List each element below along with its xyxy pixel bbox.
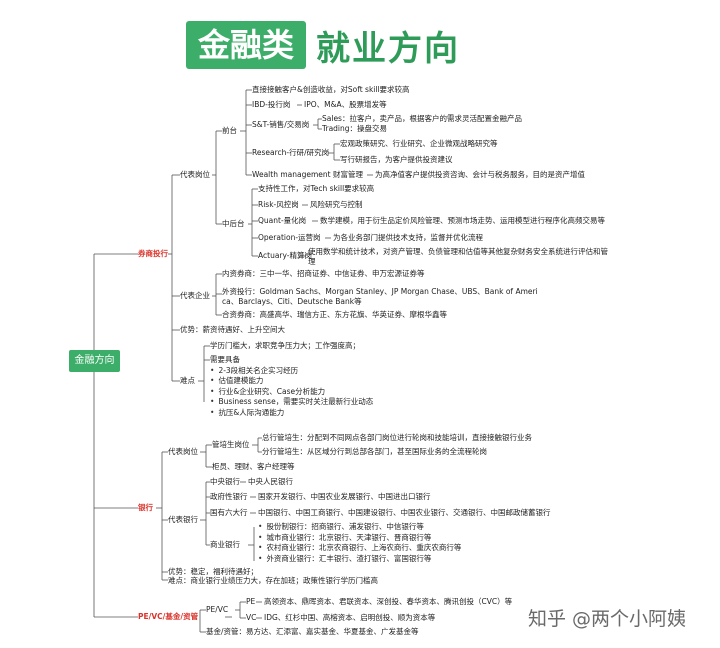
pe-pevc-label: PE/VC: [206, 605, 229, 614]
ib-risk-label: Risk-风控岗: [258, 200, 299, 209]
bank-mt-head-office: 总行管培生：分配到不同网点各部门岗位进行轮岗和技能培训，直接接触银行业务: [262, 433, 532, 442]
ib-front-note: 直接接触客户&创造收益，对Soft skill要求较高: [252, 85, 410, 94]
ib-middle-note: 支持性工作，对Tech skill要求较高: [258, 184, 375, 193]
bank-banks-label: 代表银行: [168, 515, 198, 524]
ib-quant-label: Quant-量化岗: [258, 216, 307, 225]
ib-wealth-label: Wealth management 财富管理: [252, 170, 363, 179]
ib-difficulty-line1: 学历门槛大，求职竞争压力大；工作强度高；: [210, 341, 360, 350]
list-item: 农村商业银行：北京农商银行、上海农商行、重庆农商行等: [258, 543, 461, 554]
ib-companies-domestic: 内资券商：三中一华、招商证券、中信证券、申万宏源证券等: [222, 269, 425, 278]
ib-risk-desc: 风险研究与控制: [310, 200, 363, 209]
watermark: 知乎 @两个小阿姨: [528, 608, 687, 630]
ib-ibd-label: IBD-投行岗: [252, 100, 291, 109]
list-item: 2-3段相关名企实习经历: [210, 366, 373, 377]
list-item: 抗压&人际沟通能力: [210, 408, 373, 419]
ib-companies-jv: 合资券商：高盛高华、瑞信方正、东方花旗、华英证券、摩根华鑫等: [222, 310, 447, 319]
ib-difficulty-need: 需要具备: [210, 355, 240, 364]
list-item: 估值建模能力: [210, 376, 373, 387]
branch-pe-vc: PE/VC/基金/资管: [138, 612, 199, 621]
bank-positions-label: 代表岗位: [168, 447, 198, 456]
pe-funds: 基金/资管：易方达、汇添富、嘉实基金、华夏基金、广发基金等: [206, 627, 419, 636]
bank-big6-desc: 中国银行、中国工商银行、中国建设银行、中国农业银行、交通银行、中国邮政储蓄银行: [258, 508, 551, 517]
ib-quant-desc: 数学建模，用于衍生品定价风险管理、预测市场走势、运用模型进行程序化高频交易等: [320, 216, 605, 225]
bank-policy-desc: 国家开发银行、中国农业发展银行、中国进出口银行: [258, 492, 431, 501]
title: 金融类 就业方向: [186, 20, 460, 70]
bank-big6-label: 国有六大行: [210, 508, 248, 517]
ib-ibd-desc: IPO、M&A、股票增发等: [304, 100, 387, 109]
title-rest: 就业方向: [316, 28, 461, 69]
ib-companies-foreign-1: 外资投行：Goldman Sachs、Morgan Stanley、JP Mor…: [222, 287, 538, 296]
pe-pe-label: PE: [246, 597, 256, 606]
list-item: Business sense，需要实时关注最新行业动态: [210, 397, 373, 408]
bank-commercial-list: 股份制银行：招商银行、浦发银行、中信银行等 城市商业银行：北京银行、天津银行、晋…: [258, 522, 461, 564]
ib-difficulty-requirements: 需要具备 2-3段相关名企实习经历 估值建模能力 行业&企业研究、Case分析能…: [210, 355, 373, 418]
list-item: 股份制银行：招商银行、浦发银行、中信银行等: [258, 522, 461, 533]
root-node: 金融方向: [69, 350, 120, 372]
pe-vc-label: VC: [246, 613, 257, 622]
ib-operation-label: Operation-运营岗: [258, 233, 321, 242]
ib-middle-label: 中后台: [222, 219, 245, 228]
bank-commercial-label: 商业银行: [210, 540, 240, 549]
list-item: 城市商业银行：北京银行、天津银行、晋商银行等: [258, 533, 461, 544]
list-item: 行业&企业研究、Case分析能力: [210, 387, 373, 398]
pe-vc-desc: IDG、红杉中国、高榕资本、启明创投、顺为资本等: [264, 613, 436, 622]
ib-research-macro: 宏观政策研究、行业研究、企业微观战略研究等: [340, 139, 498, 148]
ib-research-report: 写行研报告，为客户提供投资建议: [340, 155, 453, 164]
ib-st-sales: Sales：拉客户，卖产品，根据客户的需求灵活配置金融产品: [322, 114, 522, 123]
ib-positions-label: 代表岗位: [180, 170, 210, 179]
bank-central-label: 中央银行: [210, 477, 240, 486]
bank-difficulty: 难点：商业银行业绩压力大，存在加班；政策性银行学历门槛高: [168, 576, 378, 585]
pe-pe-desc: 高领资本、鼎晖资本、君联资本、深创投、春华资本、腾讯创投（CVC）等: [264, 597, 513, 606]
ib-wealth-desc: 为高净值客户提供投资咨询、会计与税务服务，目的是资产增值: [375, 170, 585, 179]
bank-other-positions: 柜员、理财、客户经理等: [212, 462, 295, 471]
ib-actuary-desc1: 使用数学和统计技术，对资产管理、负债管理和估值等其他复杂财务安全系统进行评估和管: [308, 247, 608, 256]
ib-operation-desc: 为各业务部门提供技术支持，监督并优化流程: [333, 233, 483, 242]
title-highlight: 金融类: [186, 21, 307, 69]
ib-st-label: S&T-销售/交易岗: [252, 120, 310, 129]
ib-difficulty-label: 难点: [180, 376, 195, 385]
bank-central-desc: 中央人民银行: [248, 477, 293, 486]
bank-mt-label: 管培生岗位: [212, 440, 250, 449]
branch-investment-bank: 券商投行: [138, 249, 168, 258]
ib-front-label: 前台: [222, 126, 237, 135]
ib-st-trading: Trading：操盘交易: [322, 124, 388, 133]
ib-research-label: Research-行研/研究岗: [252, 148, 330, 157]
branch-bank: 银行: [138, 503, 153, 512]
bank-advantage: 优势：稳定，福利待遇好；: [168, 567, 258, 576]
ib-companies-label: 代表企业: [180, 291, 210, 300]
bank-policy-label: 政府性银行: [210, 492, 248, 501]
ib-companies-foreign-2: ca、Barclays、Citi、Deutsche Bank等: [222, 297, 362, 306]
bank-mt-branch: 分行管培生：从区域分行到总部各部门，甚至国际业务的全流程轮岗: [262, 447, 487, 456]
ib-advantage: 优势：薪资待遇好、上升空间大: [180, 325, 285, 334]
ib-actuary-label: Actuary-精算岗: [258, 251, 313, 260]
ib-actuary-desc2: 理: [308, 257, 316, 266]
list-item: 外资商业银行：汇丰银行、渣打银行、富国银行等: [258, 554, 461, 565]
